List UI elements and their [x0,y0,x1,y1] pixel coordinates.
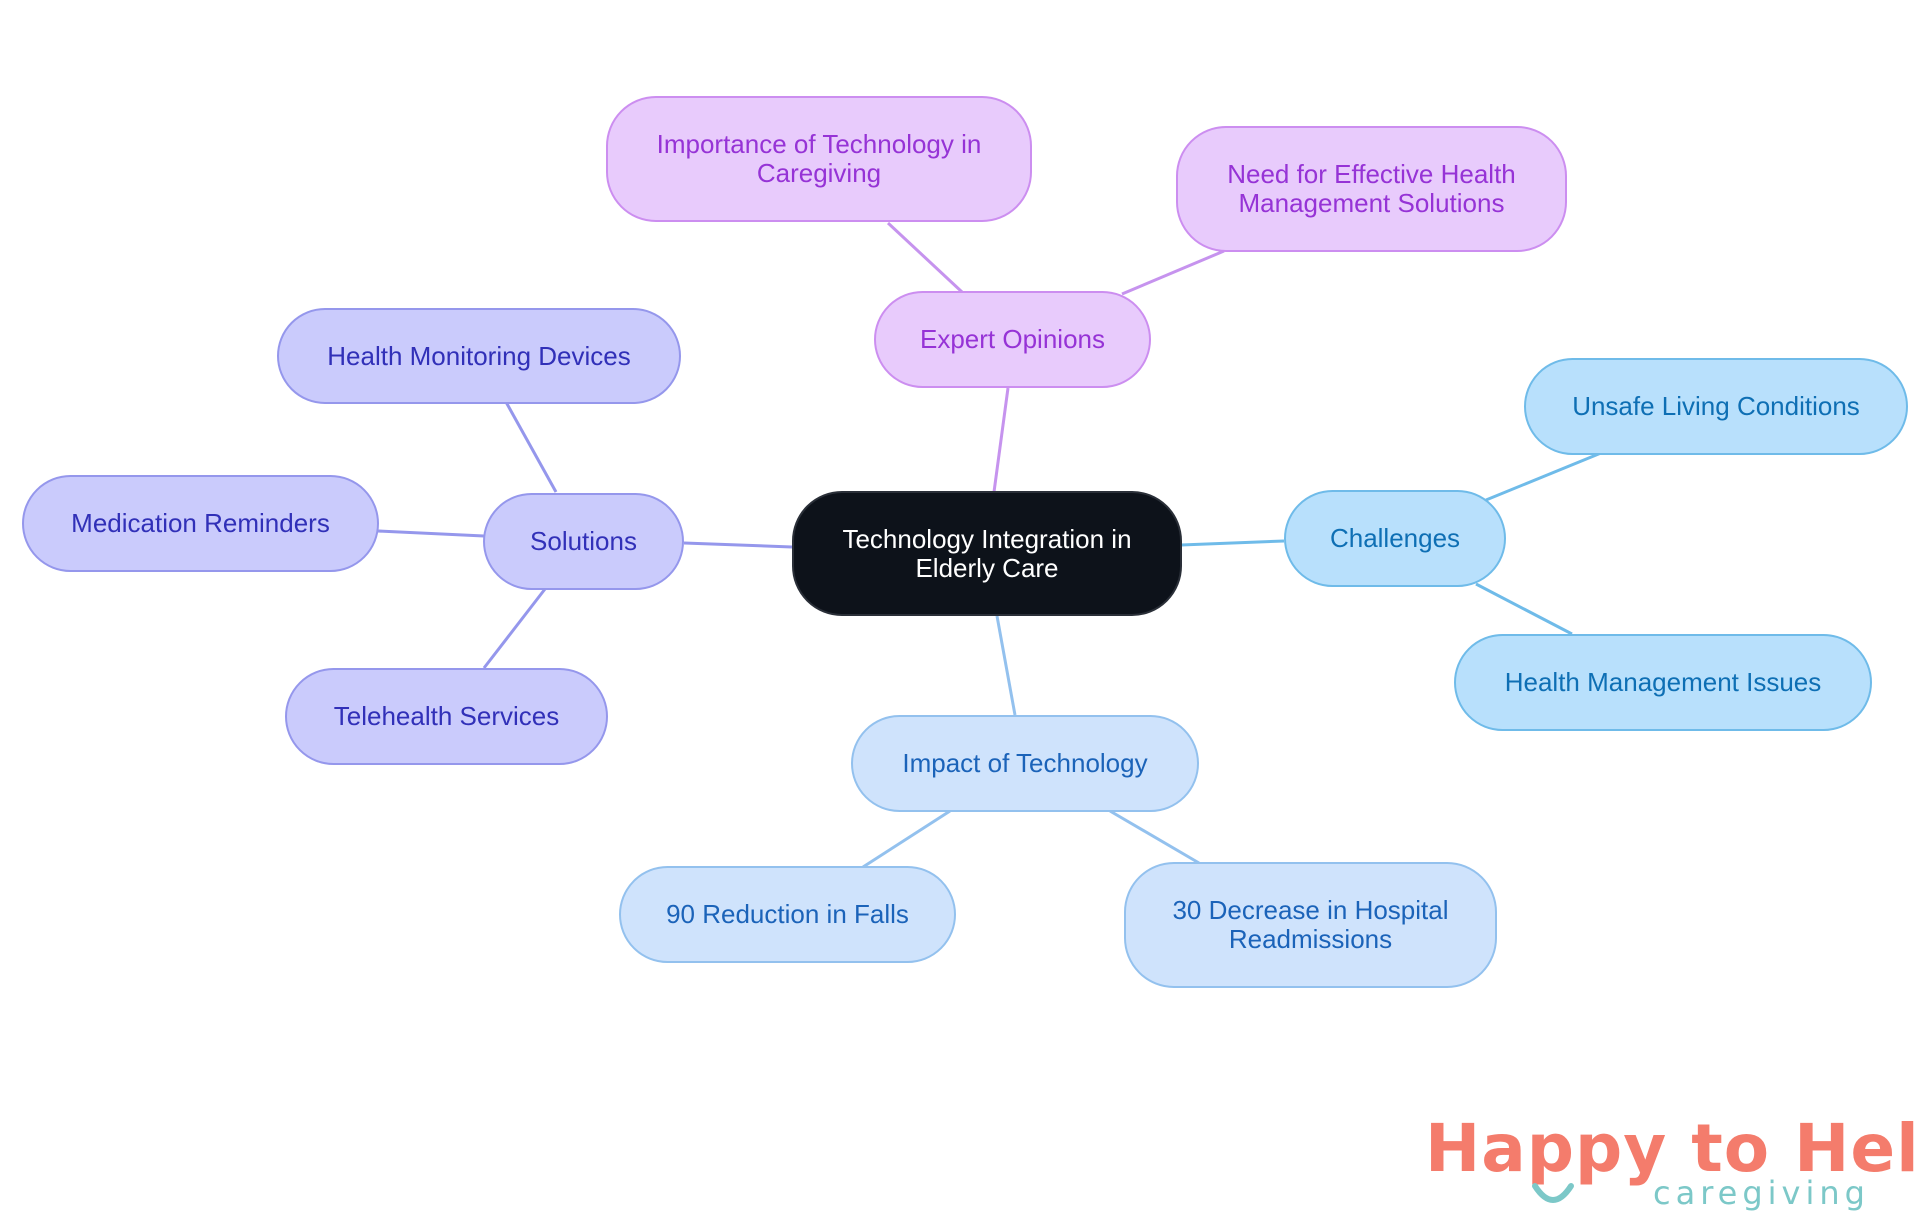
node-decrease-in-readmissions: 30 Decrease in Hospital Readmissions [1124,862,1497,988]
branch-challenges-label: Challenges [1329,523,1461,553]
node-importance-of-technology: Importance of Technology in Caregiving [606,96,1032,222]
logo-subtitle: caregiving [1653,1174,1870,1212]
node-reduction-in-falls: 90 Reduction in Falls [619,866,956,963]
edge-expert-importance [886,221,964,294]
node-health-management-issues-label: Health Management Issues [1504,667,1822,697]
node-telehealth-services-label: Telehealth Services [333,701,560,731]
edge-solutions-medication [377,529,485,538]
node-medication-reminders-label: Medication Reminders [71,508,330,538]
node-unsafe-living-conditions: Unsafe Living Conditions [1524,358,1908,455]
node-telehealth-services: Telehealth Services [285,668,608,765]
edge-challenges-health [1475,582,1573,636]
edge-impact-falls [862,809,951,869]
edge-center-challenges [1180,539,1285,547]
branch-solutions-label: Solutions [530,526,637,556]
edge-center-expert [992,387,1010,493]
logo-title: Happy to Help [1425,1110,1920,1187]
happy-to-help-logo: Happy to Help caregiving [1425,1110,1920,1212]
node-health-monitoring-devices-label: Health Monitoring Devices [327,340,631,371]
branch-impact-of-technology: Impact of Technology [851,715,1199,812]
node-importance-of-technology-label: Importance of Technology in Caregiving [656,129,982,188]
node-need-for-health-management-label: Need for Effective Health Management Sol… [1227,159,1516,218]
branch-impact-of-technology-label: Impact of Technology [902,748,1148,778]
edge-solutions-telehealth [482,588,547,669]
node-medication-reminders: Medication Reminders [22,475,379,572]
node-need-for-health-management: Need for Effective Health Management Sol… [1176,126,1567,252]
branch-expert-opinions-label: Expert Opinions [920,324,1105,354]
node-decrease-in-readmissions-label: 30 Decrease in Hospital Readmissions [1172,895,1449,954]
center-node-label: Technology Integration in Elderly Care [842,523,1132,583]
center-node: Technology Integration in Elderly Care [792,491,1182,616]
node-health-monitoring-devices: Health Monitoring Devices [277,308,681,404]
branch-solutions: Solutions [483,493,684,590]
node-unsafe-living-conditions-label: Unsafe Living Conditions [1572,391,1860,421]
edge-center-impact [995,615,1017,716]
edge-solutions-monitoring [504,401,558,493]
branch-challenges: Challenges [1284,490,1506,587]
edge-center-solutions [683,541,793,549]
smile-icon [1532,1183,1574,1203]
edge-impact-readmissions [1109,809,1200,865]
edge-challenges-unsafe [1485,451,1602,502]
node-reduction-in-falls-label: 90 Reduction in Falls [666,899,909,929]
branch-expert-opinions: Expert Opinions [874,291,1151,388]
edge-expert-need [1121,249,1225,296]
node-health-management-issues: Health Management Issues [1454,634,1872,731]
